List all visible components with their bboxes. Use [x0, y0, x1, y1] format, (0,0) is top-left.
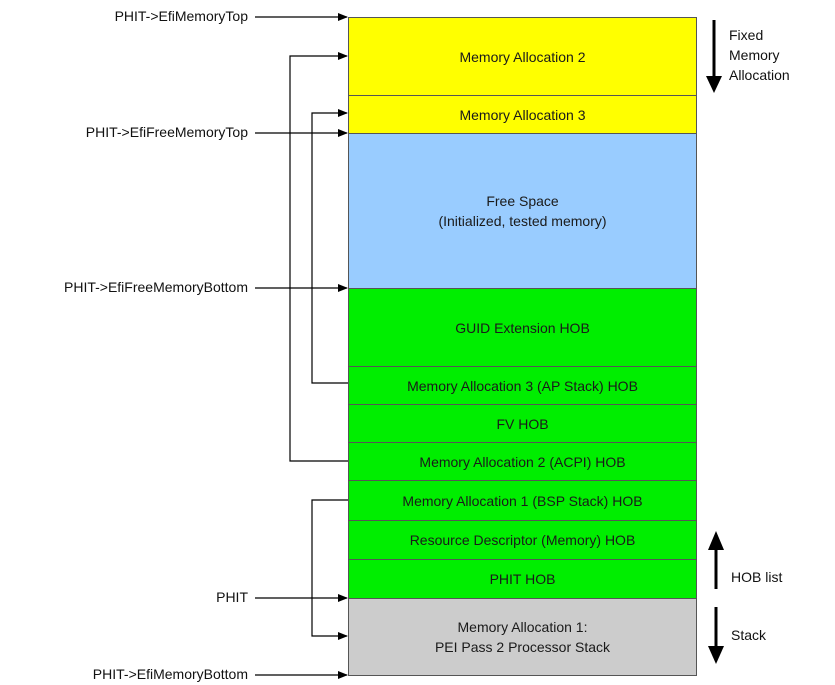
block-phit-hob: PHIT HOB	[348, 559, 697, 599]
block-sublabel: PEI Pass 2 Processor Stack	[434, 639, 611, 655]
link-bsp-stack-hob-to-stack	[311, 499, 348, 640]
block-label: GUID Extension HOB	[455, 319, 590, 336]
block-memory-allocation-2-acpi-hob: Memory Allocation 2 (ACPI) HOB	[348, 442, 697, 481]
block-label: Free Space	[486, 193, 559, 209]
pointer-label-efi-memory-top: PHIT->EfiMemoryTop	[114, 8, 248, 24]
block-label: Memory Allocation 3 (AP Stack) HOB	[407, 377, 638, 394]
block-label: Memory Allocation 3	[459, 106, 586, 123]
side-label-line: Fixed	[729, 27, 764, 43]
hob-list-up-arrow	[708, 531, 724, 589]
block-resource-descriptor-hob: Resource Descriptor (Memory) HOB	[348, 520, 697, 560]
block-memory-allocation-2: Memory Allocation 2	[348, 17, 697, 96]
link-ap-stack-hob-to-allocation-3	[311, 109, 348, 384]
fixed-allocation-down-arrow	[706, 20, 722, 93]
block-label: Memory Allocation 2	[459, 48, 586, 65]
block-label: Memory Allocation 2 (ACPI) HOB	[419, 453, 626, 470]
block-label: PHIT HOB	[489, 571, 556, 587]
stack-label: Stack	[731, 627, 767, 643]
pointer-label-efi-memory-bottom: PHIT->EfiMemoryBottom	[92, 666, 248, 682]
block-memory-allocation-1-stack: Memory Allocation 1: PEI Pass 2 Processo…	[348, 598, 697, 676]
link-acpi-hob-to-allocation-2	[289, 52, 348, 462]
block-fv-hob: FV HOB	[348, 404, 697, 443]
pointer-label-efi-free-memory-top: PHIT->EfiFreeMemoryTop	[85, 124, 248, 140]
block-guid-extension-hob: GUID Extension HOB	[348, 288, 697, 367]
block-memory-allocation-3: Memory Allocation 3	[348, 95, 697, 134]
block-memory-allocation-3-ap-stack-hob: Memory Allocation 3 (AP Stack) HOB	[348, 366, 697, 405]
block-label: Memory Allocation 1 (BSP Stack) HOB	[402, 492, 643, 509]
side-label-line: Memory	[729, 47, 780, 63]
stack-down-arrow	[708, 607, 724, 664]
side-label-line: Allocation	[729, 67, 790, 83]
pointer-label-phit: PHIT	[216, 589, 248, 605]
block-label: FV HOB	[496, 415, 549, 432]
pointer-label-efi-free-memory-bottom: PHIT->EfiFreeMemoryBottom	[64, 279, 248, 295]
hob-list-label: HOB list	[731, 569, 783, 585]
block-memory-allocation-1-bsp-stack-hob: Memory Allocation 1 (BSP Stack) HOB	[348, 480, 697, 521]
block-label: Resource Descriptor (Memory) HOB	[409, 532, 636, 548]
fixed-memory-allocation-label: Fixed Memory Allocation	[729, 25, 790, 85]
block-sublabel: (Initialized, tested memory)	[438, 213, 607, 229]
block-free-space: Free Space (Initialized, tested memory)	[348, 133, 697, 289]
block-label: Memory Allocation 1:	[457, 619, 588, 635]
